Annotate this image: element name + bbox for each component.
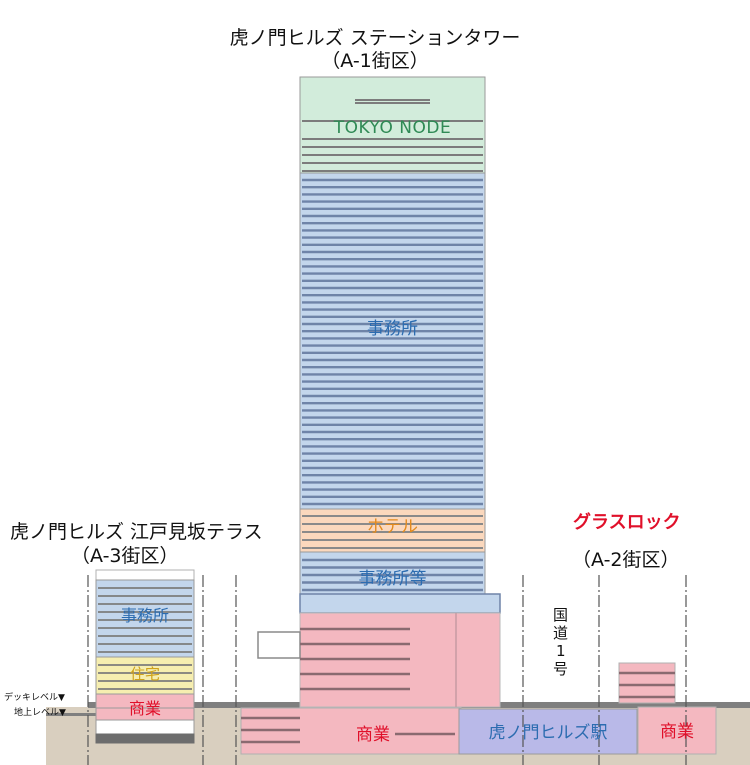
a2-underground-commercial <box>637 706 717 755</box>
a1-block-label: （A-1街区） <box>321 50 429 72</box>
a1-tower-name: 虎ノ門ヒルズ ステーションタワー <box>229 27 521 49</box>
a1-office-label: 事務所 <box>367 319 418 339</box>
podium-canopy <box>257 631 301 659</box>
a1-office-etc-label: 事務所等 <box>358 569 427 589</box>
a3-tower <box>95 569 195 744</box>
route-label-char-1: 国 <box>553 606 569 624</box>
a3-residential-floors <box>95 656 195 695</box>
a3-residential-label: 住宅 <box>129 665 160 683</box>
station-label: 虎ノ門ヒルズ駅 <box>488 723 608 743</box>
a3-block-label: （A-3街区） <box>71 545 179 567</box>
a2-tower-name: グラスロック <box>573 512 681 533</box>
podium-roof <box>299 593 501 614</box>
underground-commercial-label: 商業 <box>356 725 390 745</box>
block-boundaries <box>87 575 687 765</box>
a1-hotel-label: ホテル <box>367 517 418 537</box>
ground-level-label: 地上レベル▼ <box>14 708 66 718</box>
station-box <box>458 708 638 755</box>
a2-commercial-label: 商業 <box>660 722 694 742</box>
a3-tower-name: 虎ノ門ヒルズ 江戸見坂テラス <box>10 521 263 543</box>
ground-level-line <box>46 713 96 716</box>
a3-office-label: 事務所 <box>120 606 169 625</box>
a2-building <box>618 662 676 704</box>
route-label-char-2: 道 <box>553 624 569 642</box>
a1-tower <box>257 76 501 708</box>
tokyo-node-label: TOKYO NODE <box>333 118 452 138</box>
route-label-char-4: 号 <box>553 660 569 678</box>
route-label-char-3: 1 <box>556 642 566 660</box>
a2-block-label: （A-2街区） <box>572 549 680 571</box>
a3-commercial-label: 商業 <box>128 699 161 718</box>
deck-level-label: デッキレベル▼ <box>4 693 65 703</box>
tokyo-node-floors <box>299 76 486 174</box>
